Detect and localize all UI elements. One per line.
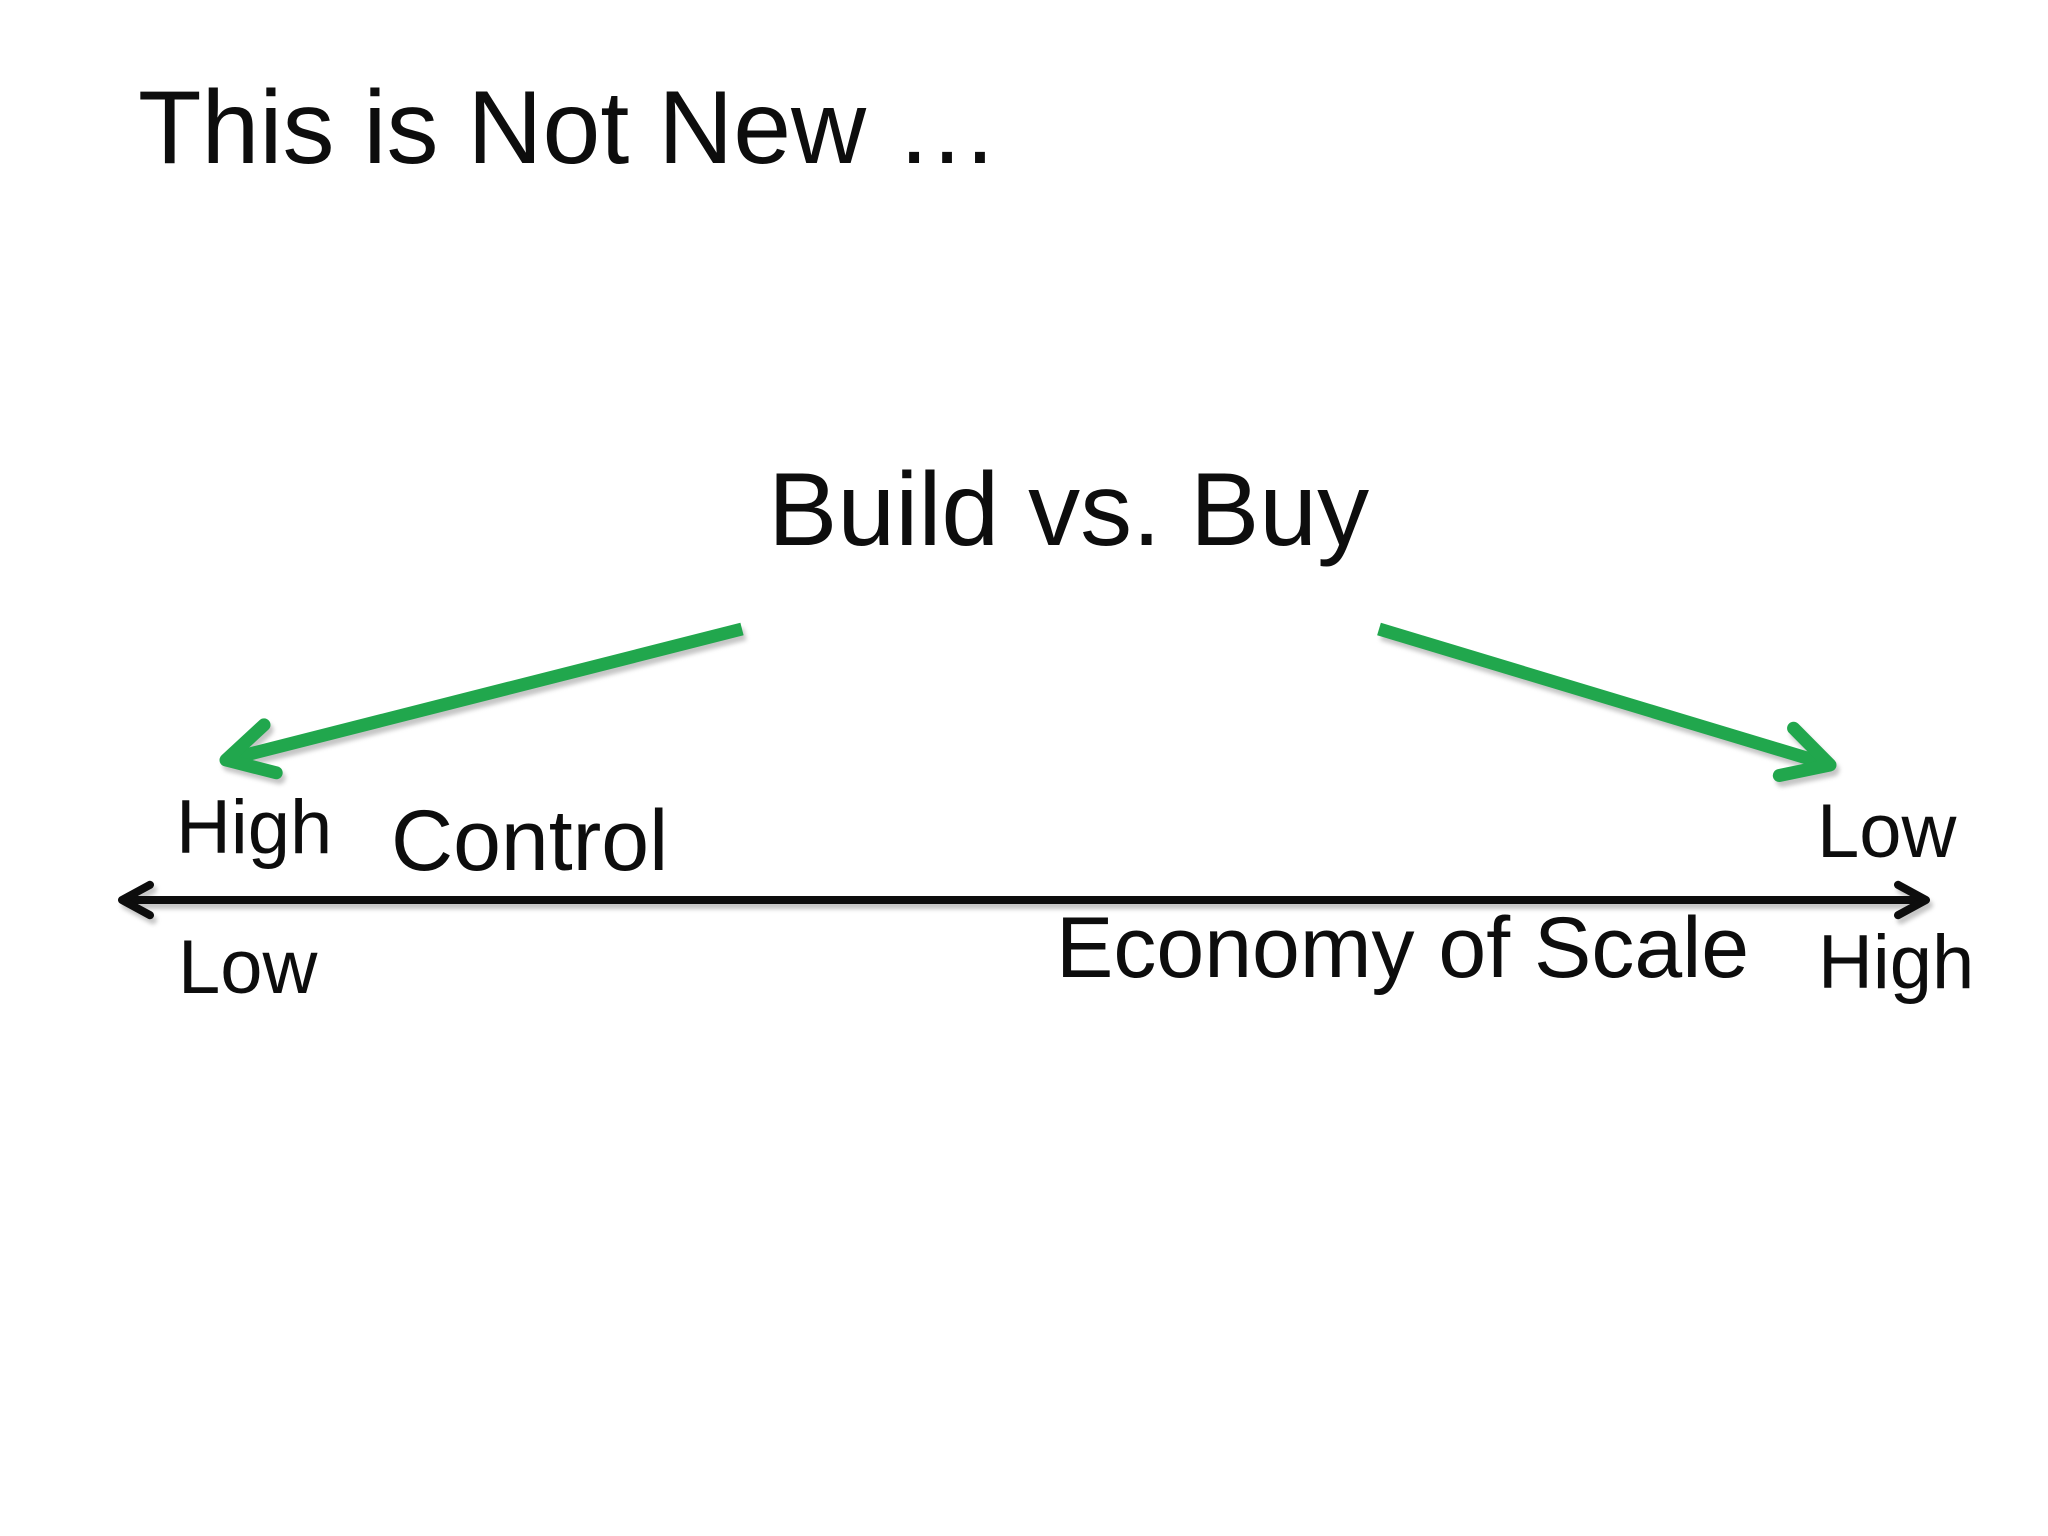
label-control-axis: Control — [391, 793, 669, 889]
build-vs-buy-heading: Build vs. Buy — [768, 452, 1370, 568]
green-arrow-to-control — [219, 622, 744, 780]
label-scale-high: High — [1818, 920, 1975, 1005]
label-control-low: Low — [1817, 789, 1957, 874]
label-scale-low: Low — [178, 925, 318, 1010]
label-control-high: High — [176, 785, 333, 870]
green-arrow-to-economy — [1377, 622, 1837, 783]
slide-title: This is Not New … — [138, 70, 1000, 186]
label-economy-of-scale-axis: Economy of Scale — [1056, 900, 1750, 996]
